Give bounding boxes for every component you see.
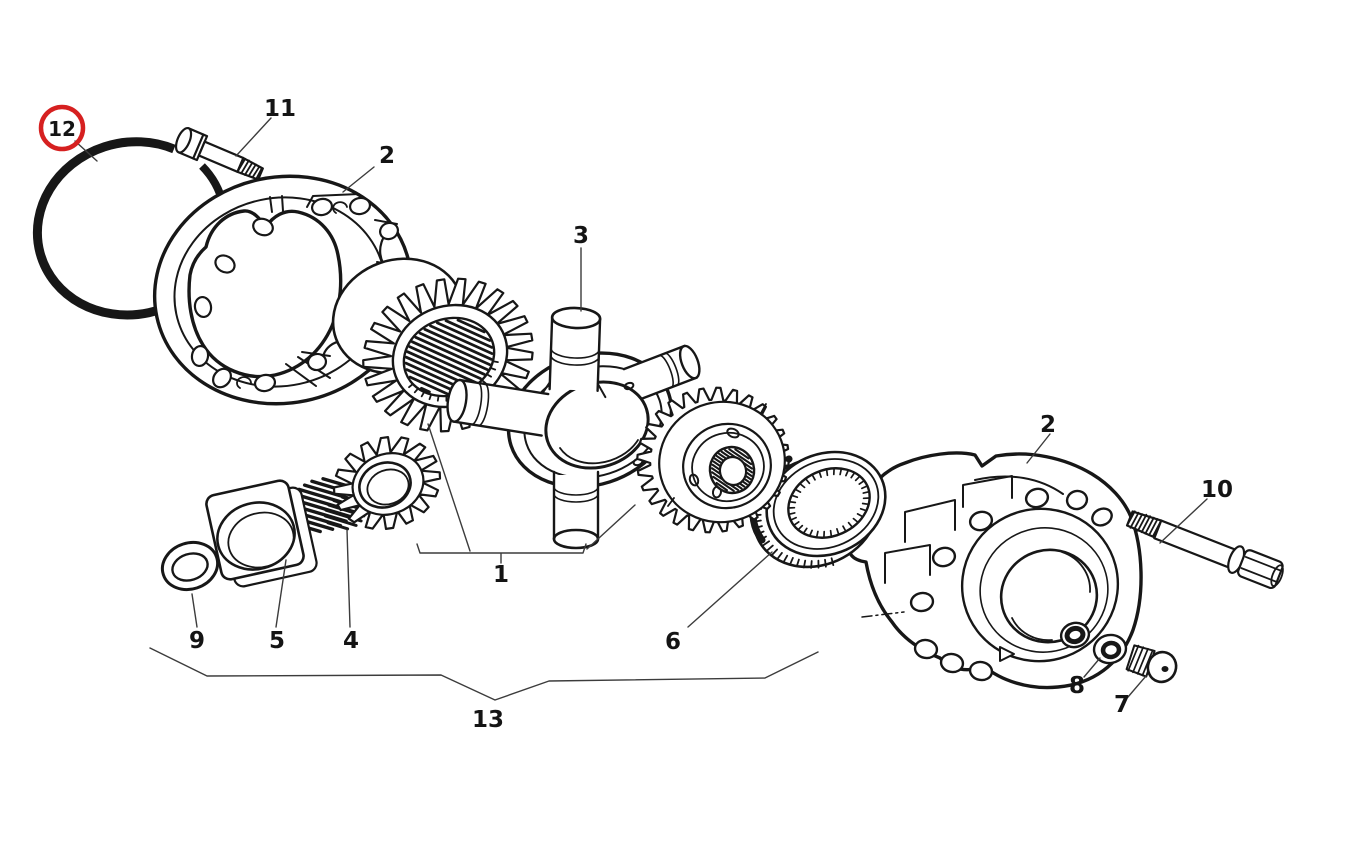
callout-label-4: 4: [343, 628, 359, 654]
thrust-washer-part-5: [205, 479, 318, 588]
leader-2-right: [1026, 433, 1051, 464]
leader-4: [346, 529, 351, 628]
callout-label-7: 7: [1114, 692, 1130, 718]
bracket-13: [149, 647, 819, 701]
leader-8: [1083, 657, 1101, 678]
callout-label-13: 13: [472, 707, 504, 733]
callout-label-3: 3: [573, 223, 589, 249]
callout-label-9: 9: [189, 628, 205, 654]
leader-5: [275, 559, 287, 628]
plug-part-7: [1125, 644, 1178, 684]
leader-lines: [74, 117, 1208, 701]
spider-top-trunnion: [540, 306, 607, 399]
leader-10: [1159, 498, 1208, 544]
callout-label-6: 6: [665, 629, 681, 655]
left-case-bolt-holes: [190, 196, 401, 393]
red-highlight-circle: [38, 104, 86, 152]
leader-1-right: [586, 504, 636, 550]
callout-label-12: 12: [48, 117, 76, 141]
seal-ring-part-9: [160, 540, 220, 592]
leader-7: [1127, 675, 1147, 698]
callout-label-11: 11: [264, 96, 296, 122]
plug-hole-threads: [1064, 625, 1086, 645]
spider-bottom-trunnion: [552, 470, 600, 550]
washer-part-8: [1092, 633, 1128, 665]
leader-6: [687, 551, 773, 628]
bolt-10-threads: [1126, 510, 1163, 538]
callout-label-8: 8: [1069, 673, 1085, 699]
right-case-half-part-2: [848, 451, 1143, 690]
bolt-11-threads: [236, 157, 263, 180]
callout-label-10: 10: [1201, 477, 1233, 503]
ring-gear-assembly-part-1: [636, 386, 790, 534]
spider-right-trunnion: [622, 344, 701, 403]
leader-2-left: [342, 166, 375, 193]
side-gear-spline-bore: [404, 318, 494, 396]
pinion-gear-part-4: [332, 436, 442, 530]
thrust-ring-part-6: [749, 450, 887, 569]
callout-labels: 12 11 2 3 1 9 5 4 6 2 10 8 7 13: [48, 96, 1233, 733]
bolt-part-11: [174, 126, 264, 181]
leader-1-left: [427, 423, 471, 552]
callout-label-5: 5: [269, 628, 285, 654]
leader-11: [235, 117, 272, 157]
ring-6-spline-teeth: [787, 467, 871, 539]
triangle-mark: [999, 646, 1015, 662]
callout-label-2-left: 2: [379, 143, 395, 169]
leader-12: [74, 140, 98, 162]
callout-label-2-right: 2: [1040, 412, 1056, 438]
right-case-bolt-holes: [909, 487, 1113, 682]
callout-label-1: 1: [493, 562, 509, 588]
spider-part-3: [446, 306, 701, 550]
leader-9: [191, 593, 198, 628]
bolt-part-10: [1125, 510, 1284, 590]
bracket-1: [416, 543, 587, 564]
spider-left-trunnion: [446, 378, 550, 437]
